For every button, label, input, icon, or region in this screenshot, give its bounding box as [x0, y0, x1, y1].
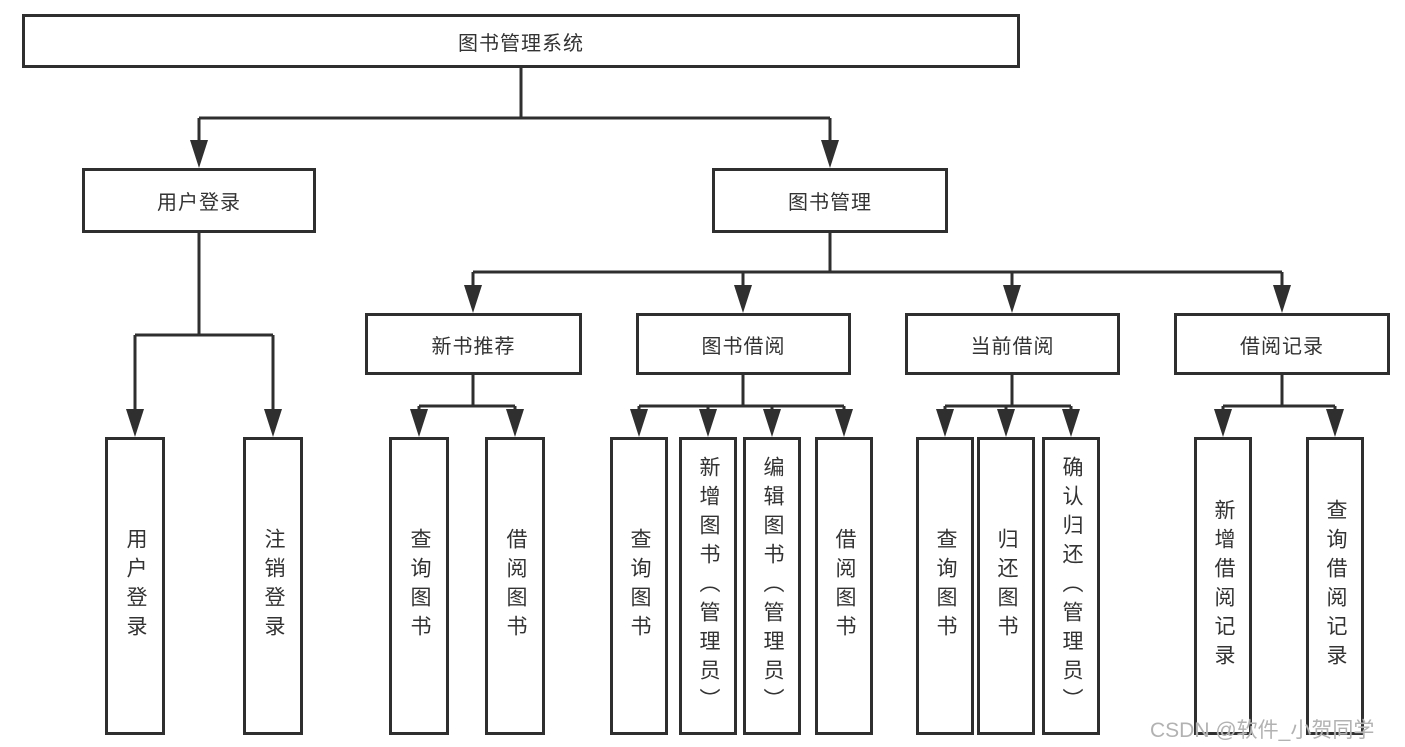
node-book-borrow: 图书借阅 — [636, 313, 851, 375]
node-label: 查询图书 — [408, 528, 432, 644]
node-borrow-records: 借阅记录 — [1174, 313, 1390, 375]
leaf-logout-login: 注销登录 — [243, 437, 303, 735]
node-book-management: 图书管理 — [712, 168, 948, 233]
node-current-borrow: 当前借阅 — [905, 313, 1120, 375]
node-label: 编辑图书（管理员） — [761, 455, 785, 717]
leaf-query-books-recommend: 查询图书 — [389, 437, 449, 735]
node-user-login: 用户登录 — [82, 168, 316, 233]
node-label: 新增借阅记录 — [1212, 499, 1236, 673]
node-label: 确认归还（管理员） — [1060, 455, 1084, 717]
node-label: 借阅记录 — [1240, 335, 1324, 358]
leaf-query-books-current: 查询图书 — [916, 437, 974, 735]
node-label: 图书管理系统 — [458, 32, 584, 55]
node-new-book-recommend: 新书推荐 — [365, 313, 582, 375]
node-label: 图书管理 — [788, 192, 872, 214]
node-label: 借阅图书 — [833, 528, 857, 644]
leaf-confirm-return-admin: 确认归还（管理员） — [1042, 437, 1100, 735]
node-label: 用户登录 — [124, 528, 148, 644]
node-label: 借阅图书 — [504, 528, 528, 644]
leaf-borrow-books: 借阅图书 — [815, 437, 873, 735]
node-label: 当前借阅 — [970, 335, 1055, 358]
node-label: 查询图书 — [934, 528, 958, 644]
leaf-edit-book-admin: 编辑图书（管理员） — [743, 437, 801, 735]
arrowheads — [126, 140, 1344, 437]
node-label: 新增图书（管理员） — [697, 455, 721, 717]
leaf-add-book-admin: 新增图书（管理员） — [679, 437, 737, 735]
csdn-watermark: CSDN @软件_小贺同学 — [1150, 719, 1375, 742]
leaf-return-books: 归还图书 — [977, 437, 1035, 735]
leaf-query-borrow-record: 查询借阅记录 — [1306, 437, 1364, 735]
node-label: 查询借阅记录 — [1324, 499, 1348, 673]
node-label: 查询图书 — [628, 528, 652, 644]
leaf-borrow-books-recommend: 借阅图书 — [485, 437, 545, 735]
node-label: 用户登录 — [157, 192, 241, 214]
node-label: 新书推荐 — [431, 335, 516, 358]
node-library-management-system: 图书管理系统 — [22, 14, 1020, 68]
leaf-add-borrow-record: 新增借阅记录 — [1194, 437, 1252, 735]
node-label: 图书借阅 — [701, 335, 786, 358]
node-label: 注销登录 — [262, 528, 286, 644]
leaf-user-login: 用户登录 — [105, 437, 165, 735]
leaf-query-books-borrow: 查询图书 — [610, 437, 668, 735]
node-label: 归还图书 — [995, 528, 1019, 644]
